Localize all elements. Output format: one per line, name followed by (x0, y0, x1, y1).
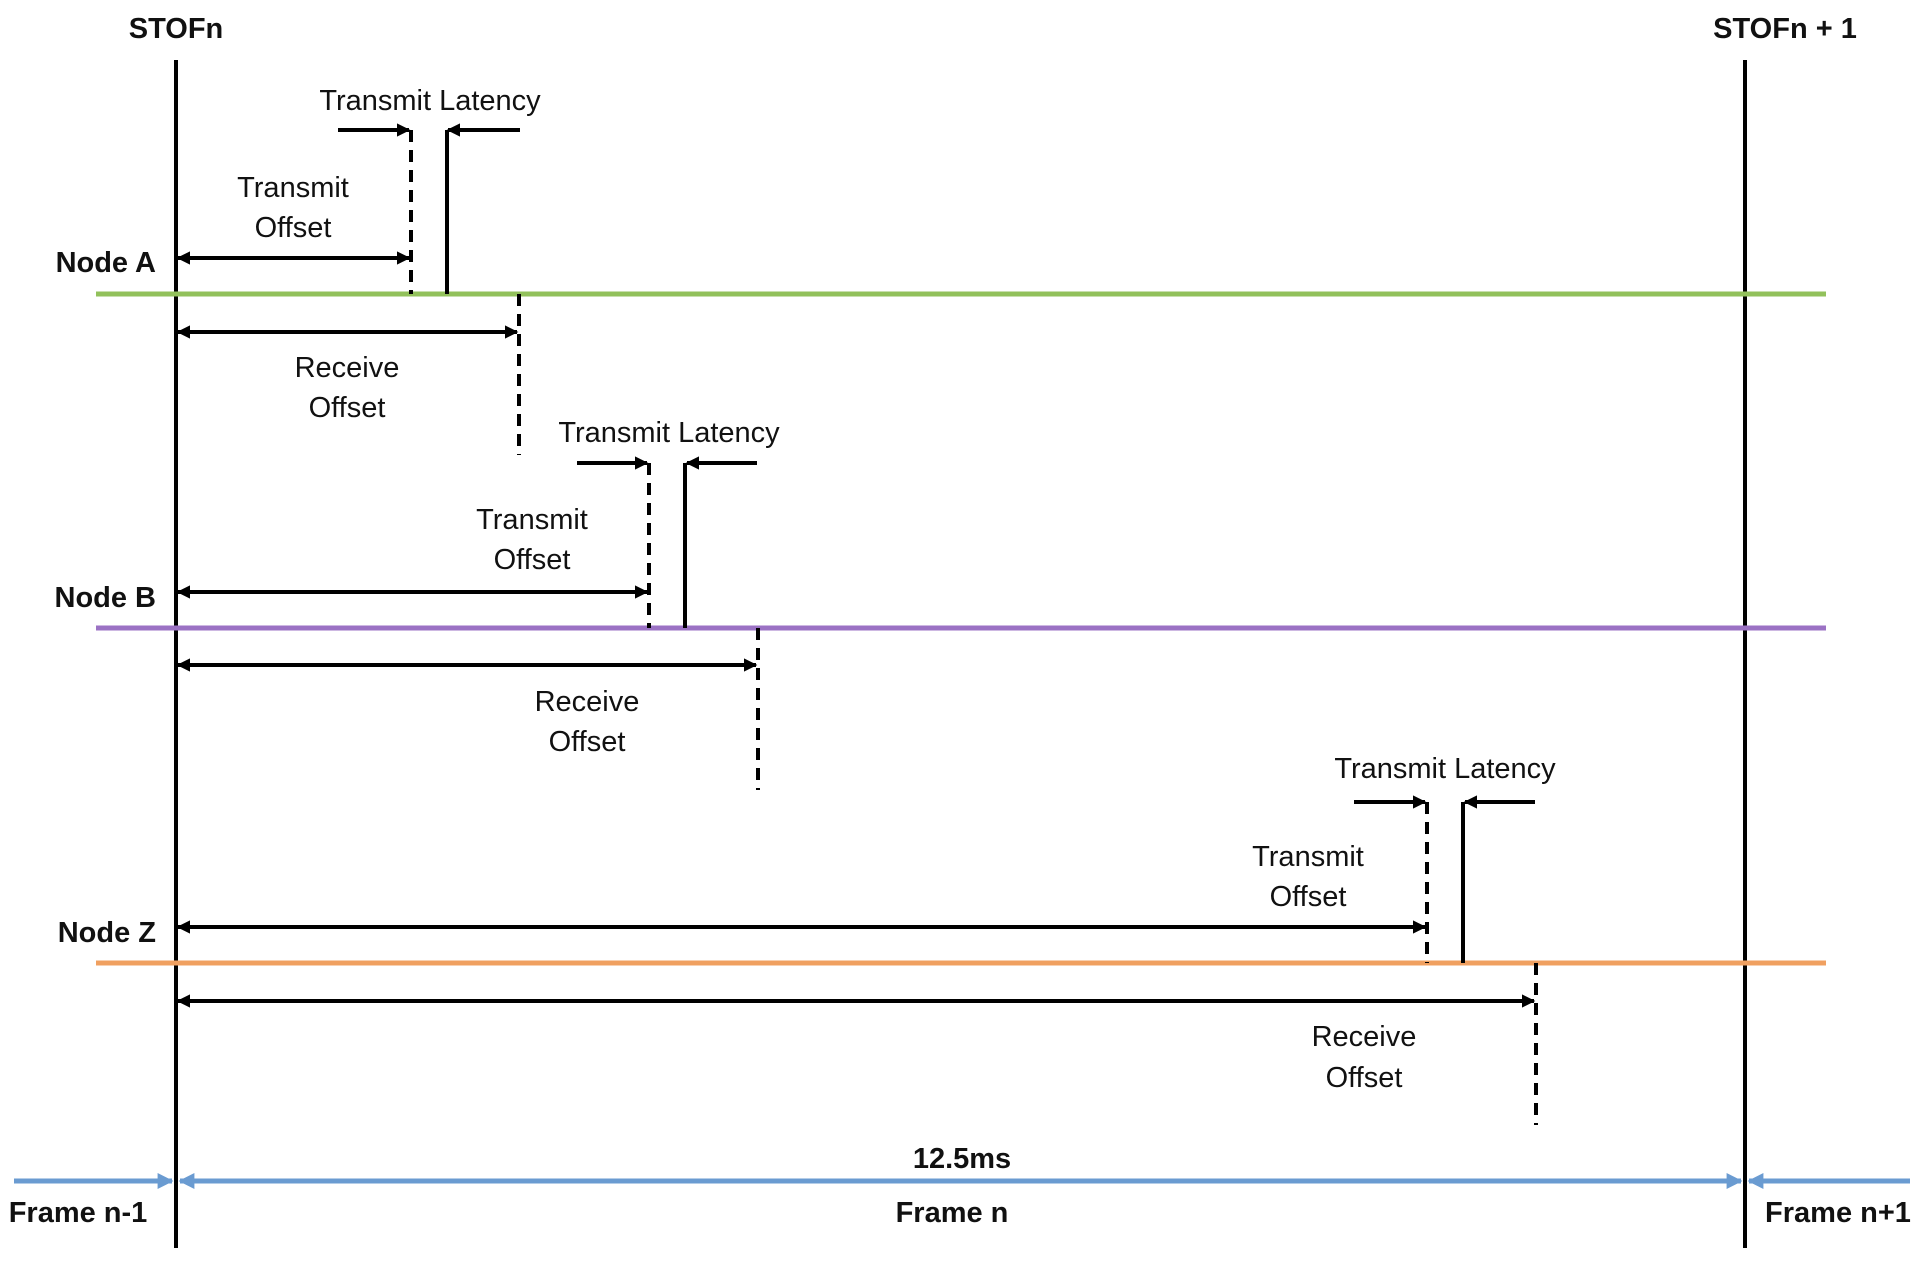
node-a-transmit-offset-label-1: Transmit (237, 172, 349, 204)
node-z-group: Node Z Transmit Latency Transmit Offset … (58, 753, 1826, 1125)
node-a-transmit-latency-label: Transmit Latency (319, 85, 541, 117)
node-b-group: Node B Transmit Latency Transmit Offset … (55, 417, 1826, 790)
node-b-receive-offset-label-1: Receive (535, 686, 640, 718)
node-a-transmit-offset-label-2: Offset (255, 212, 332, 244)
node-b-transmit-offset-label-1: Transmit (476, 504, 588, 536)
node-z-receive-offset-label-2: Offset (1326, 1062, 1403, 1094)
node-z-transmit-latency-label: Transmit Latency (1334, 753, 1556, 785)
stof-n-plus-1-label: STOFn + 1 (1713, 13, 1857, 45)
stof-n-label: STOFn (129, 13, 224, 45)
node-b-label: Node B (55, 582, 157, 614)
frame-duration-label: 12.5ms (913, 1143, 1011, 1175)
node-b-transmit-offset-label-2: Offset (494, 544, 571, 576)
node-z-receive-offset-label-1: Receive (1312, 1021, 1417, 1053)
frame-next-label: Frame n+1 (1765, 1197, 1911, 1229)
node-a-group: Node A Transmit Latency Transmit Offset … (56, 85, 1826, 455)
node-z-transmit-offset-label-1: Transmit (1252, 841, 1364, 873)
frame-prev-label: Frame n-1 (9, 1197, 148, 1229)
node-b-transmit-latency-label: Transmit Latency (558, 417, 780, 449)
node-b-receive-offset-label-2: Offset (549, 726, 626, 758)
node-z-transmit-offset-label-2: Offset (1270, 881, 1347, 913)
frame-timeline: 12.5ms Frame n-1 Frame n Frame n+1 (9, 1143, 1911, 1229)
node-a-receive-offset-label-1: Receive (295, 352, 400, 384)
node-a-label: Node A (56, 247, 156, 279)
node-z-label: Node Z (58, 917, 156, 949)
node-a-receive-offset-label-2: Offset (309, 392, 386, 424)
frame-current-label: Frame n (896, 1197, 1009, 1229)
